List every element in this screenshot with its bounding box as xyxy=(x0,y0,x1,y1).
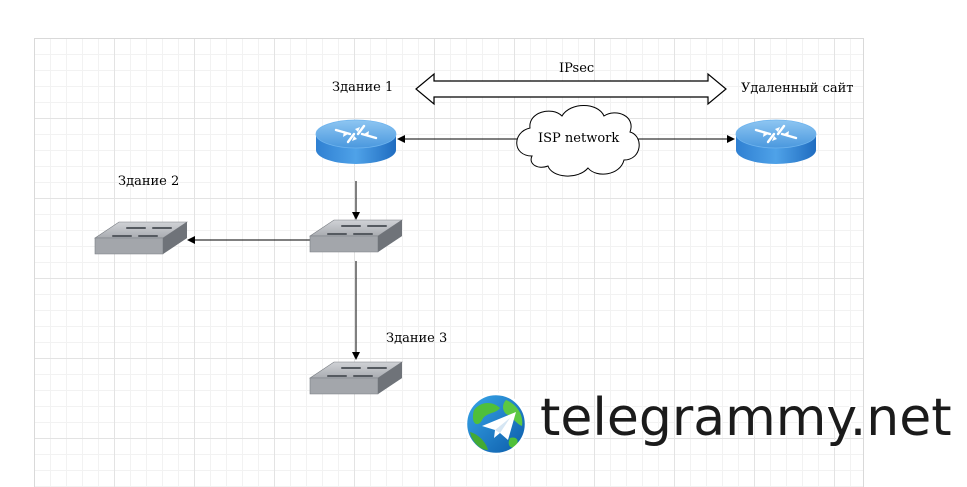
ipsec-label: IPsec xyxy=(559,61,595,76)
switch-building3-icon xyxy=(309,361,403,395)
router-remote-site-icon xyxy=(735,119,817,164)
isp-cloud-icon xyxy=(516,105,640,177)
watermark: telegrammy.net xyxy=(462,387,962,462)
diagram-canvas xyxy=(34,38,864,487)
switch-core-icon xyxy=(309,219,403,253)
watermark-text: telegrammy.net xyxy=(539,387,954,450)
building1-label: Здание 1 xyxy=(332,80,394,95)
remote-site-label: Удаленный сайт xyxy=(741,81,854,96)
switch-building2-icon xyxy=(94,221,188,255)
building3-label: Здание 3 xyxy=(386,331,448,346)
isp-network-label: ISP network xyxy=(538,131,620,146)
ipsec-tunnel-arrow xyxy=(415,72,727,106)
telegram-globe-icon xyxy=(464,392,528,456)
router-building1-icon xyxy=(315,119,397,164)
building2-label: Здание 2 xyxy=(118,174,180,189)
